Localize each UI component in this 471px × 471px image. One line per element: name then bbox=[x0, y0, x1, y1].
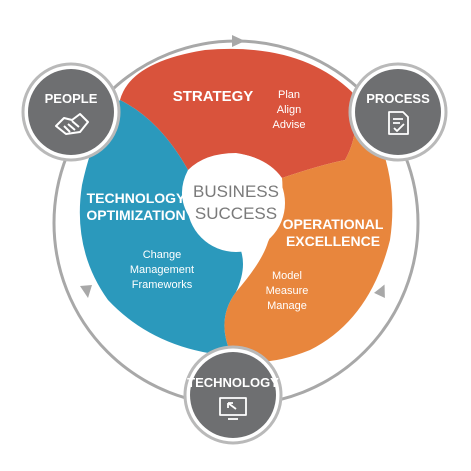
monitor-icon bbox=[219, 397, 247, 420]
operational-item-manage: Manage bbox=[267, 300, 307, 312]
process-node[interactable]: PROCESS bbox=[348, 62, 448, 162]
strategy-item-advise: Advise bbox=[272, 119, 305, 131]
techopt-title-line1: TECHNOLOGY bbox=[87, 190, 186, 206]
process-label: PROCESS bbox=[366, 91, 430, 106]
operational-title-line2: EXCELLENCE bbox=[286, 233, 380, 249]
techopt-item-frameworks: Frameworks bbox=[132, 279, 193, 291]
cycle-arrow-right bbox=[374, 284, 385, 298]
technology-optimization-segment[interactable] bbox=[79, 100, 244, 356]
strategy-item-align: Align bbox=[277, 104, 301, 116]
techopt-item-change: Change bbox=[143, 249, 182, 261]
document-check-icon bbox=[388, 111, 409, 135]
operational-item-model: Model bbox=[272, 270, 302, 282]
operational-item-measure: Measure bbox=[266, 285, 309, 297]
people-label: PEOPLE bbox=[45, 91, 98, 106]
center-circle bbox=[187, 154, 285, 252]
center-line2: SUCCESS bbox=[195, 204, 277, 223]
strategy-segment[interactable] bbox=[120, 48, 356, 179]
cycle-arrow-top bbox=[232, 35, 245, 47]
strategy-title: STRATEGY bbox=[173, 88, 254, 105]
operational-title-line1: OPERATIONAL bbox=[283, 216, 384, 232]
operational-excellence-segment[interactable] bbox=[224, 92, 393, 362]
technology-node[interactable]: TECHNOLOGY bbox=[183, 345, 283, 445]
strategy-item-plan: Plan bbox=[278, 89, 300, 101]
techopt-item-management: Management bbox=[130, 264, 194, 276]
people-node[interactable]: PEOPLE bbox=[21, 62, 121, 162]
center-line1: BUSINESS bbox=[193, 182, 279, 201]
cycle-arrow-left bbox=[80, 285, 92, 298]
handshake-icon bbox=[55, 113, 89, 135]
techopt-title-line2: OPTIMIZATION bbox=[86, 207, 185, 223]
technology-label: TECHNOLOGY bbox=[187, 375, 279, 390]
